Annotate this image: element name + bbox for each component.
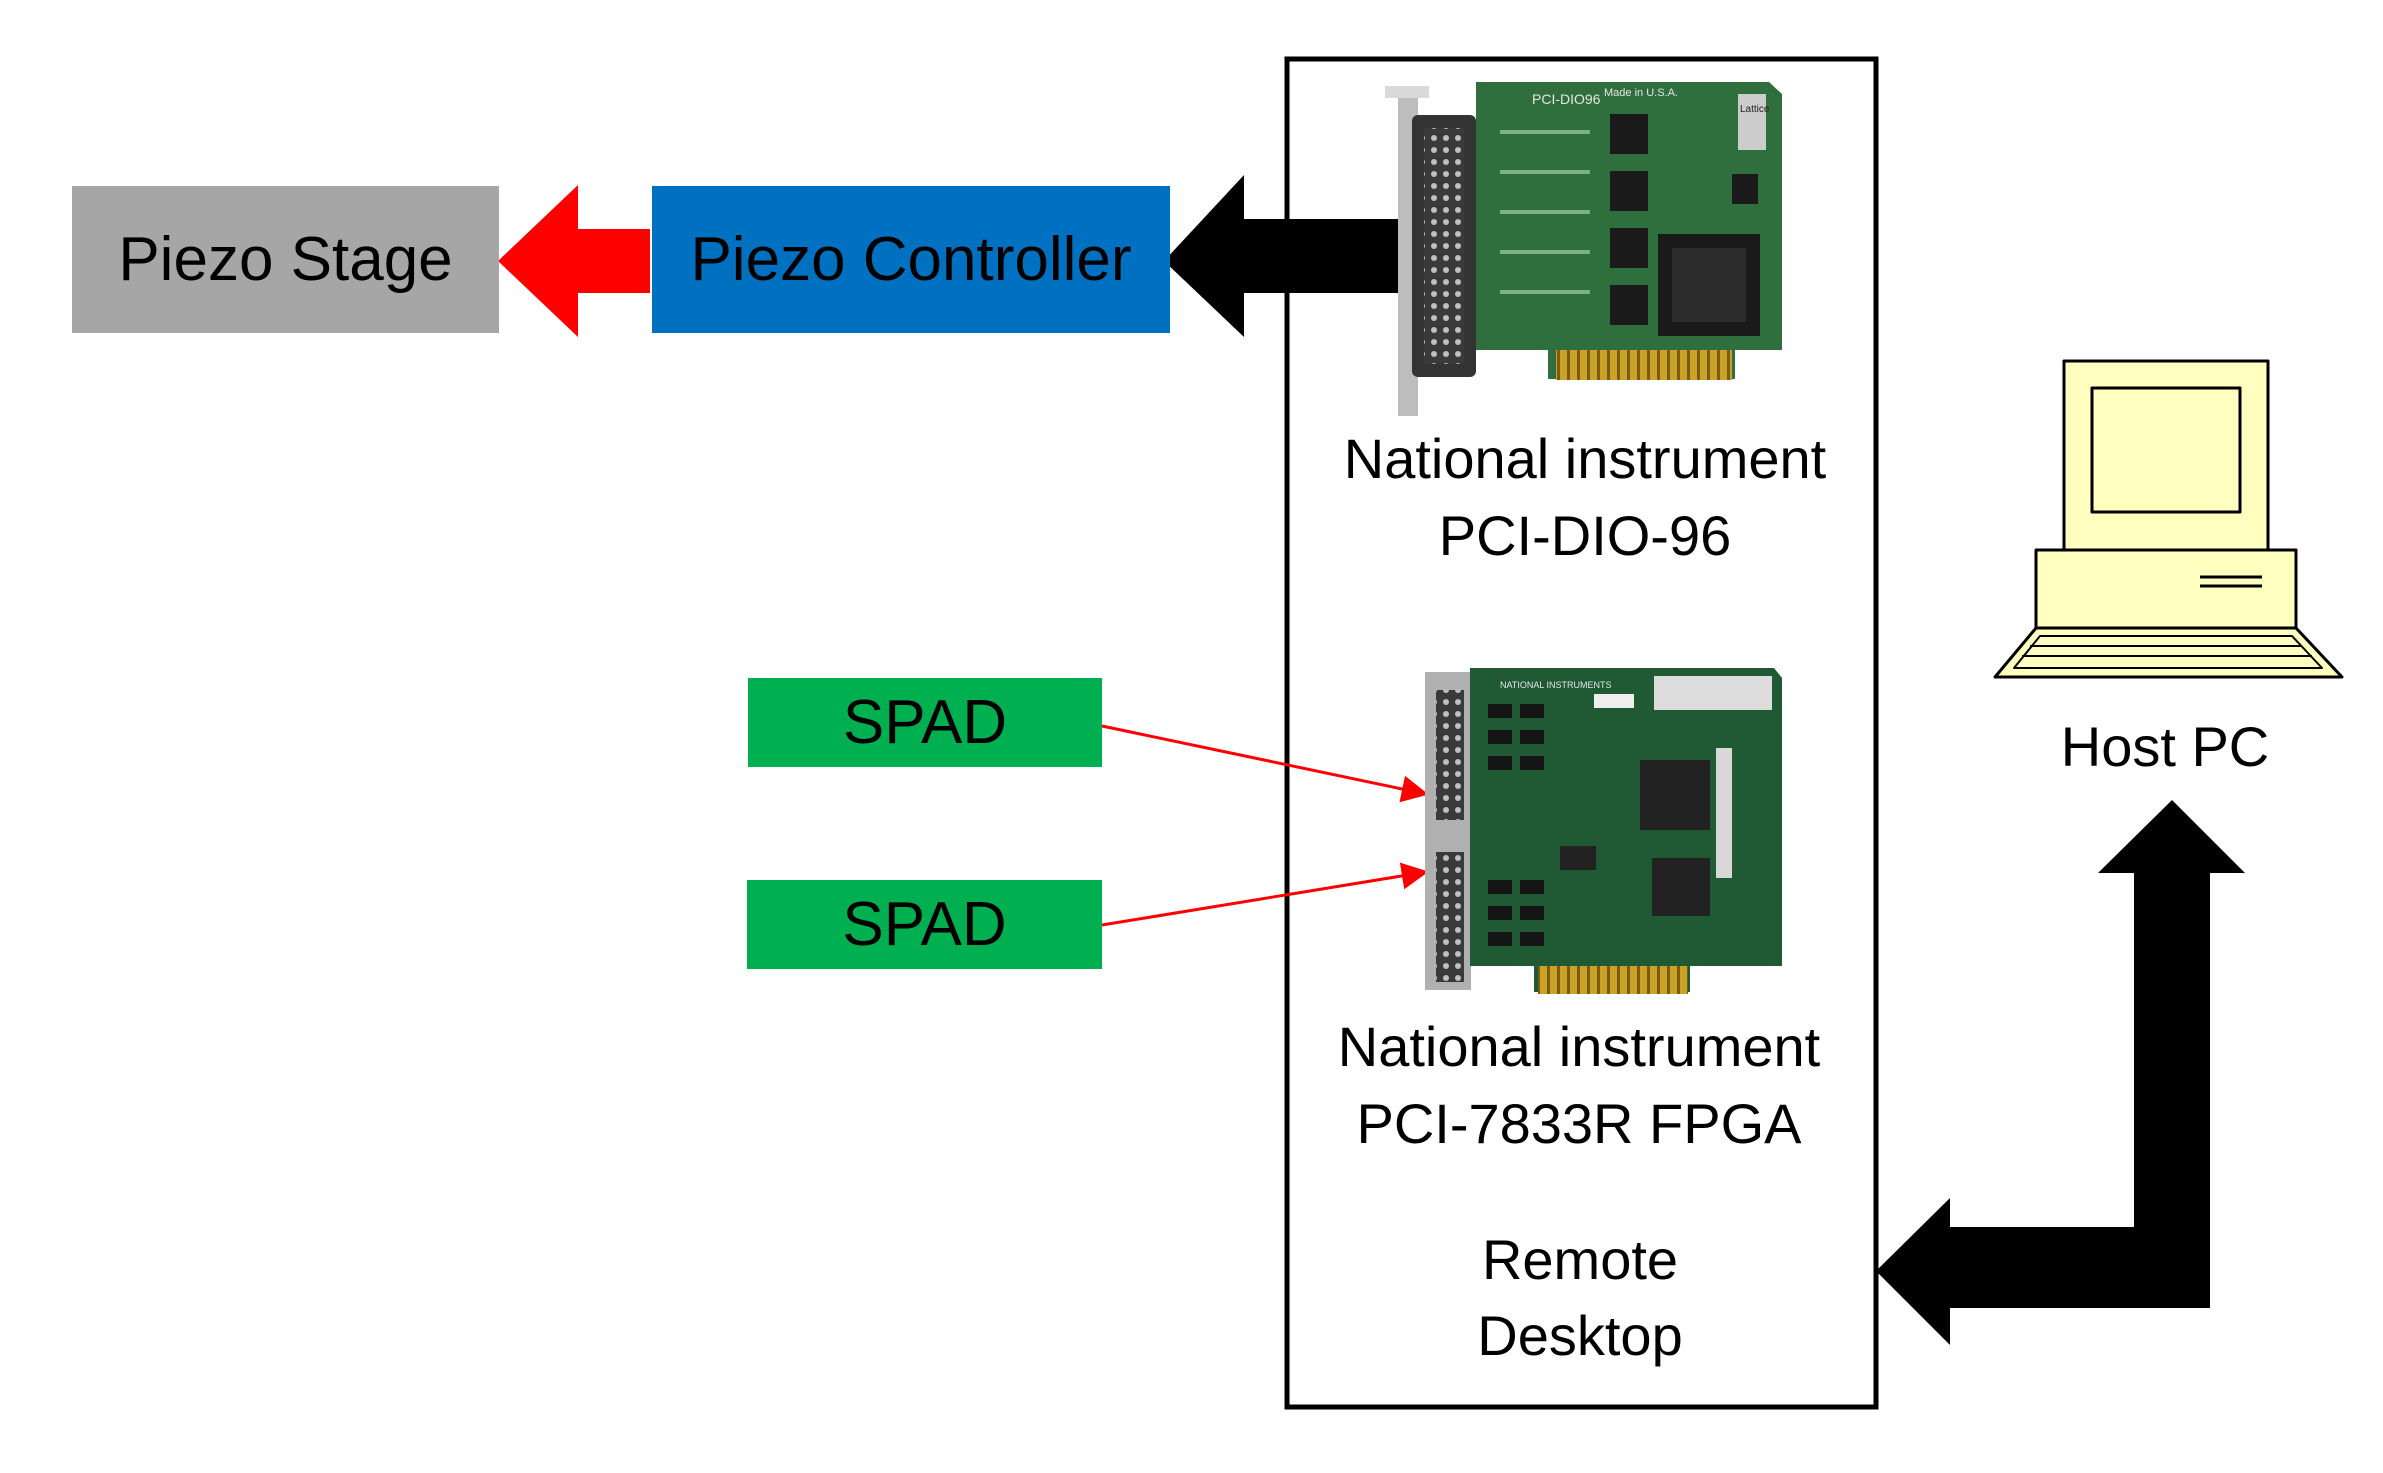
fpga-board-label-line2: PCI-7833R FPGA <box>1356 1092 1802 1156</box>
pci-card-icon: PCI-DIO96 Made in U.S.A. Lattice <box>1385 82 1782 416</box>
elbow-arrow-host-remote <box>1876 800 2245 1345</box>
host-pc-label: Host PC <box>2060 715 2270 778</box>
remote-desktop-label: Remote Desktop <box>1380 1222 1780 1374</box>
dio-board-origin-print: Made in U.S.A. <box>1604 87 1678 99</box>
piezo-controller-box: Piezo Controller <box>652 186 1170 333</box>
spad-box-bottom: SPAD <box>747 880 1102 969</box>
dio-chip-brand-print: Lattice <box>1740 104 1770 115</box>
remote-desktop-label-line2: Desktop <box>1477 1304 1683 1368</box>
remote-desktop-frame <box>1284 56 1879 1410</box>
red-arrow-to-stage <box>498 185 650 337</box>
fpga-board-label-line1: National instrument <box>1337 1015 1821 1078</box>
dio-board-model-print: PCI-DIO96 <box>1532 91 1601 107</box>
dio-board-label-line2: PCI-DIO-96 <box>1438 504 1732 568</box>
fpga-card-icon: NATIONAL INSTRUMENTS <box>1425 668 1782 994</box>
spad-bottom-signal-line <box>1101 862 1429 927</box>
remote-desktop-label-line1: Remote <box>1481 1228 1679 1291</box>
piezo-stage-box: Piezo Stage <box>72 186 499 333</box>
fpga-brand-print: NATIONAL INSTRUMENTS <box>1500 680 1612 690</box>
spad-top-signal-line <box>1101 724 1429 803</box>
spad-box-top: SPAD <box>748 678 1102 767</box>
black-arrow-to-controller <box>1164 175 1418 337</box>
dio-board-label: National instrument PCI-DIO-96 <box>1290 420 1880 575</box>
dio-board-label-line1: National instrument <box>1343 427 1827 490</box>
fpga-board-label: National instrument PCI-7833R FPGA <box>1284 1008 1874 1163</box>
desktop-computer-icon <box>1993 359 2344 679</box>
